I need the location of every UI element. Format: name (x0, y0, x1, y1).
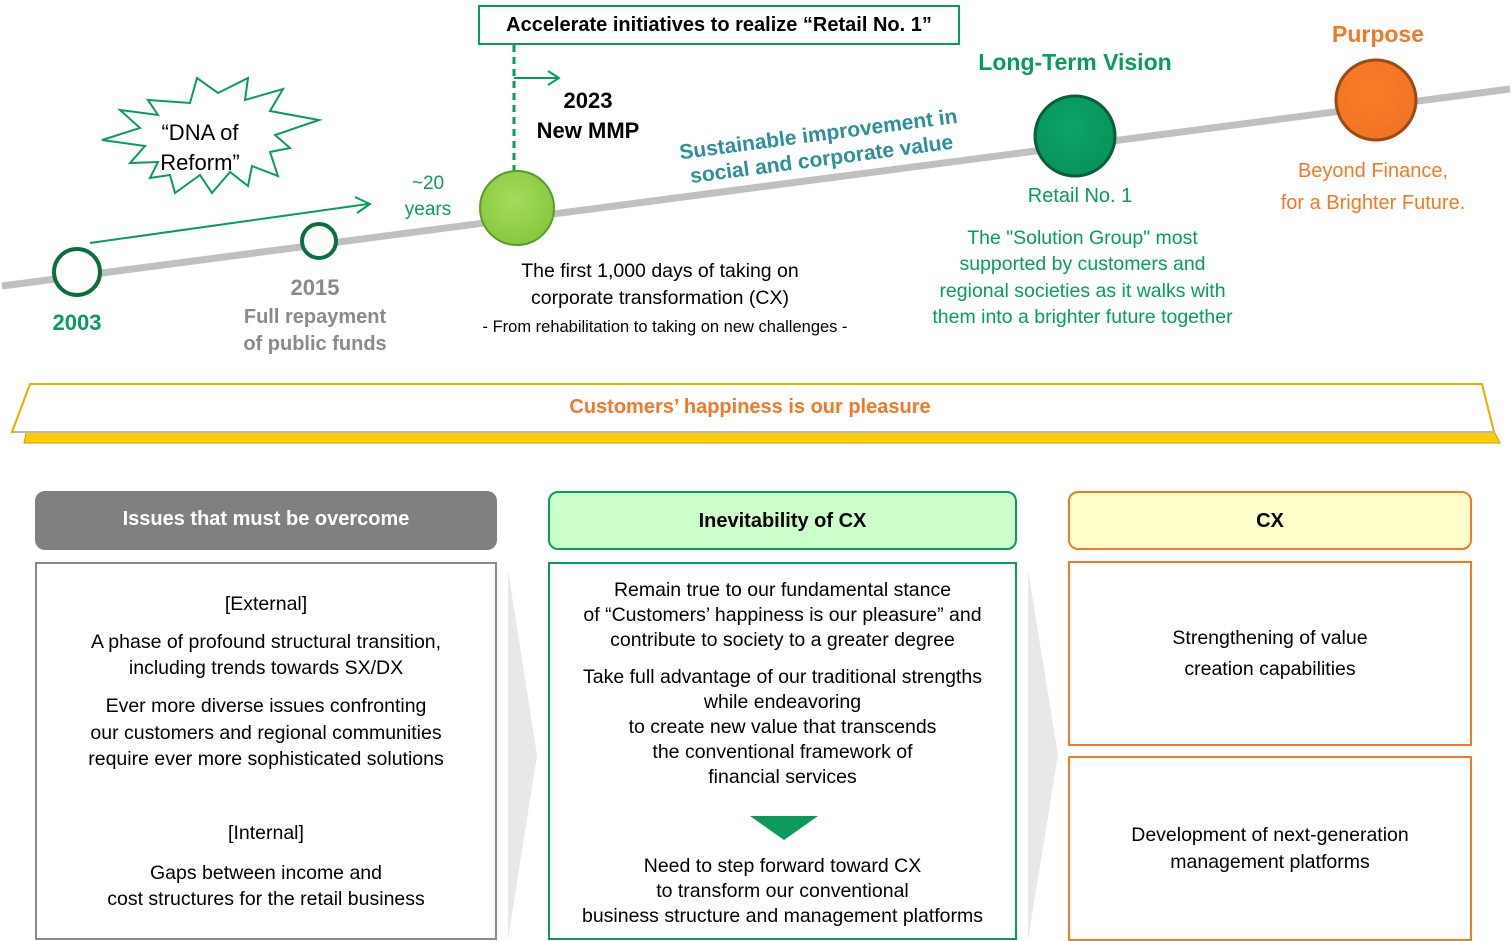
long-term-vision-label: Retail No. 1 (1027, 185, 1133, 207)
inevitability-conclusion: Need to step forward toward CX to transf… (581, 855, 984, 927)
long-term-vision-description: The "Solution Group" most supported by c… (932, 227, 1233, 328)
retail-no1-banner: Accelerate initiatives to realize “Retai… (478, 5, 960, 45)
inevitability-box: Remain true to our fundamental stance of… (548, 562, 1017, 940)
cx-item: Development of next-generation managemen… (1131, 823, 1409, 873)
ribbon-text: Customers’ happiness is our pleasure (569, 396, 931, 418)
new-mmp-arrowhead (547, 70, 561, 86)
external-item: A phase of profound structural transitio… (90, 631, 442, 679)
cx-item-box: Development of next-generation managemen… (1068, 756, 1472, 941)
chevron-arrow-1 (508, 570, 537, 940)
timeline-line (1, 85, 1511, 290)
long-term-vision-title: Long-Term Vision (978, 49, 1172, 75)
milestone-2003-year: 2003 (52, 310, 102, 335)
cx-header: CX (1068, 491, 1472, 550)
purpose-title: Purpose (1331, 21, 1425, 47)
milestone-2023-year: 2023 New MMP (536, 88, 640, 143)
down-arrow-icon (750, 816, 818, 840)
issues-box: [External] A phase of profound structura… (35, 562, 497, 940)
milestone-2023-subtext: - From rehabilitation to taking on new c… (482, 318, 848, 336)
inevitability-item: Remain true to our fundamental stance of… (583, 579, 982, 651)
cx-item-box: Strengthening of value creation capabili… (1068, 561, 1472, 746)
milestone-2023-description: The first 1,000 days of taking on corpor… (521, 260, 799, 309)
chevron-arrow-2 (1028, 570, 1058, 940)
purpose-circle (1334, 58, 1418, 142)
external-item: Ever more diverse issues confronting our… (88, 695, 444, 770)
milestone-2015-circle (300, 222, 338, 260)
purpose-label: Beyond Finance, for a Brighter Future. (1280, 160, 1466, 214)
dna-starburst (101, 76, 323, 195)
milestone-2015-year: 2015 (290, 275, 340, 300)
dna-of-reform-label: “DNA of Reform” (160, 120, 240, 175)
milestone-2015-description: Full repayment of public funds (243, 306, 387, 355)
internal-item: Gaps between income and cost structures … (107, 861, 425, 910)
twenty-years-label: ~20 years (404, 173, 452, 220)
long-term-vision-circle (1033, 94, 1117, 178)
external-label: [External] (224, 593, 308, 615)
twenty-years-arrowhead (354, 196, 373, 214)
inevitability-item: Take full advantage of our traditional s… (583, 666, 982, 788)
inevitability-header: Inevitability of CX (548, 491, 1017, 550)
issues-header: Issues that must be overcome (35, 491, 497, 550)
milestone-2003-circle (52, 247, 102, 297)
twenty-years-arrow (89, 203, 369, 244)
milestone-2023-circle (479, 170, 555, 246)
cx-item: Strengthening of value creation capabili… (1172, 626, 1368, 680)
internal-label: [Internal] (228, 821, 304, 844)
